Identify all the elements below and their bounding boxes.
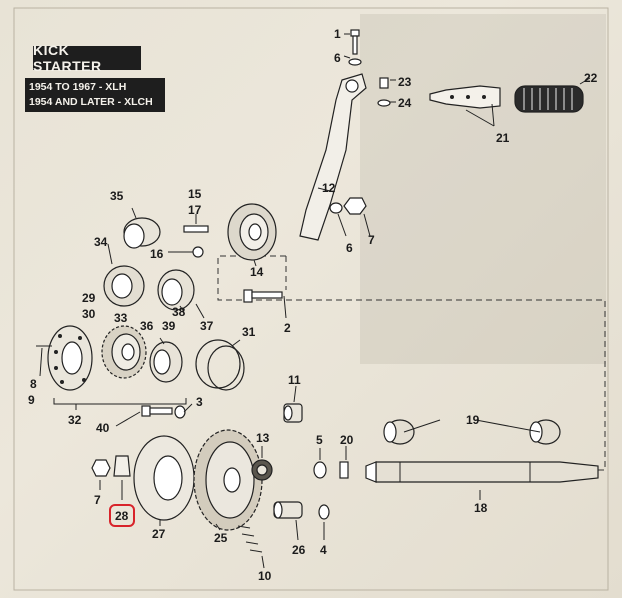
callout-6: 6 [346,241,353,255]
callout-37: 36 [140,319,154,333]
part-bushing-40 [149,341,183,383]
callout-39: 38 [172,305,186,319]
callout-18: 17 [188,203,202,217]
part-25 [377,99,391,107]
part-washer-4 [318,504,330,520]
callout-14: 13 [256,431,270,445]
callout-29: 28 [115,509,129,523]
assembly-path [217,255,606,471]
callout-2: 2 [284,321,291,335]
callout-34: 33 [114,311,128,325]
part-tab-21 [339,461,349,479]
part-bushings-20 [383,419,561,445]
callout-28: 27 [152,527,166,541]
callout-19: 18 [474,501,488,515]
part-rubber-23 [514,85,584,113]
callout-25: 24 [398,96,412,110]
callout-32: 31 [242,325,256,339]
callout-20: 19 [466,413,480,427]
part-bolt-1 [350,29,360,55]
part-spring-15 [227,203,277,261]
callout-16: 15 [188,187,202,201]
part-washer-6 [348,58,362,66]
callout-36: 35 [110,189,124,203]
part-bolt-2 [243,289,283,303]
part-plate-28 [133,435,195,521]
part-bushing-14 [251,459,273,481]
model-years-box: 1954 TO 1967 - XLH 1954 AND LATER - XLCH [25,78,165,112]
part-washer-6b [329,202,343,214]
model-years-line-2: 1954 AND LATER - XLCH [29,96,153,108]
group-bracket-33 [53,398,187,405]
callout-24: 23 [398,75,412,89]
part-nut-8 [91,459,111,477]
callout-30: 29 [82,291,96,305]
part-bolt-41 [141,405,173,417]
callout-labels: 1 6 23 24 22 21 12 6 7 35 15 17 16 34 14… [28,27,598,583]
callout-31: 30 [82,307,96,321]
callout-4: 4 [320,543,327,557]
callout-15: 14 [250,265,264,279]
leader-lines [39,33,591,569]
callout-10: 9 [28,393,35,407]
callout-23: 22 [584,71,598,85]
callout-13: 12 [322,181,336,195]
callout-26: 25 [214,531,228,545]
callout-5: 5 [316,433,323,447]
part-gear-34 [101,325,147,379]
part-washer-5 [313,461,327,479]
part-ring-32 [207,345,245,391]
callout-1: 1 [334,27,341,41]
part-tab-washer-29 [113,455,131,477]
page-border [13,7,609,591]
callout-21: 20 [340,433,354,447]
callout-17: 16 [150,247,164,261]
callout-27: 26 [292,543,306,557]
part-24 [379,77,389,89]
callout-35: 34 [94,235,108,249]
part-pin-16 [183,225,209,233]
part-crank-13 [299,73,367,241]
part-washer-3 [174,405,186,419]
callout-40: 39 [162,319,176,333]
part-nut-7 [343,197,367,215]
callout-41: 40 [96,421,110,435]
callout-22: 21 [496,131,510,145]
callout-29-highlight [109,504,135,527]
callout-8: 7 [94,493,101,507]
callout-38: 37 [200,319,214,333]
part-bushing-39 [157,269,195,311]
part-gear-26 [193,429,263,531]
part-pedal-22 [429,85,501,109]
callout-12: 11 [288,373,301,387]
background-parts-table [360,14,606,364]
callout-11: 10 [258,569,272,583]
callout-3: 3 [196,395,203,409]
callout-33: 32 [68,413,82,427]
part-bushing-36 [123,217,161,249]
callout-7: 7 [368,233,375,247]
part-screws-11 [237,525,263,553]
callout-9: 8 [30,377,37,391]
callout-6-top: 6 [334,51,341,65]
part-hub-35 [103,265,145,307]
part-bushing-12 [283,403,303,423]
model-years-line-1: 1954 TO 1967 - XLH [29,81,127,93]
part-ratchet-30 [47,325,93,391]
part-shaft-19 [365,461,599,483]
part-bushing-27 [273,501,303,519]
